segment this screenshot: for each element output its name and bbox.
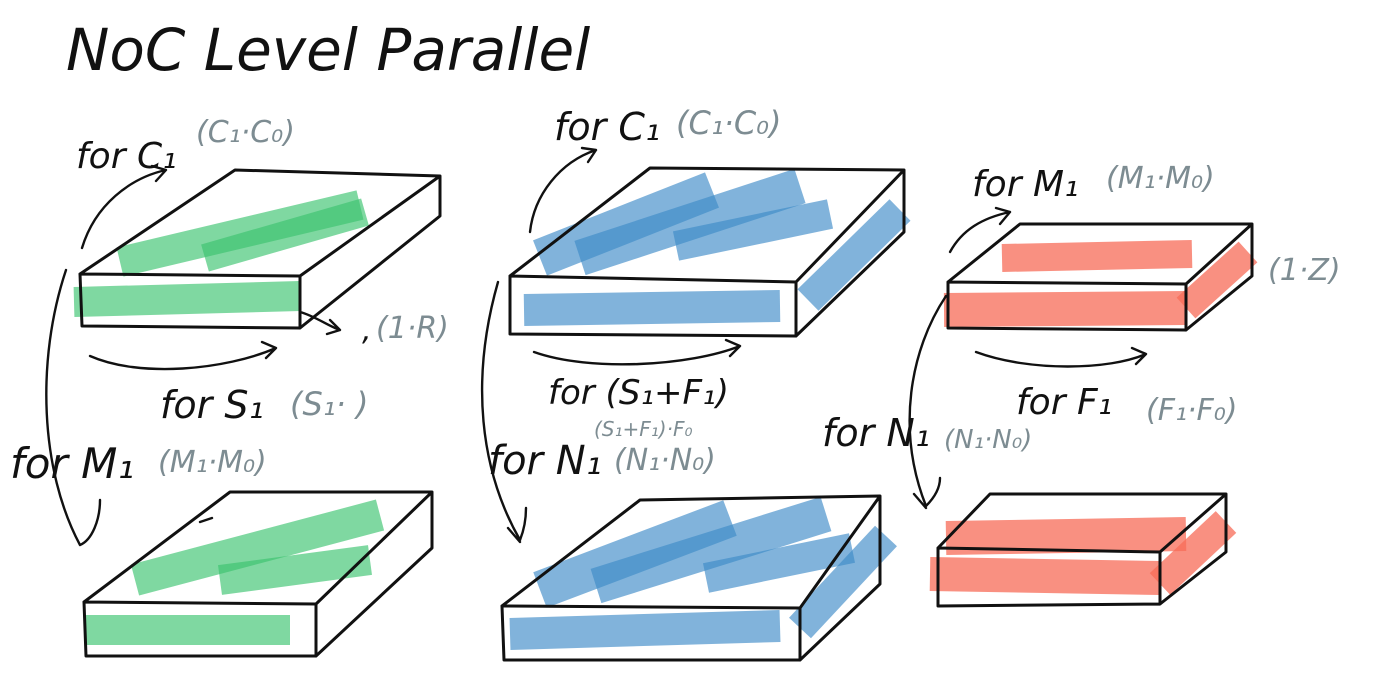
red-bottom-loop-dim: (F₁·F₀) xyxy=(1146,393,1238,428)
red-outer-loop-dim: (N₁·N₀) xyxy=(944,425,1032,455)
green-bottom-loop-dim: (S₁· ) xyxy=(290,385,368,423)
green-stroke xyxy=(201,198,369,272)
green-outer-loop-dim: (M₁·M₀) xyxy=(158,445,267,480)
green-stroke xyxy=(218,545,372,595)
red-outer-loop-arrow xyxy=(908,294,948,510)
green-top-loop-label: for C₁ xyxy=(76,136,177,177)
blue-stroke xyxy=(590,496,832,604)
red-bottom-loop-label: for F₁ xyxy=(1016,382,1112,423)
green-bottom-loop-label: for S₁ xyxy=(160,383,264,427)
blue-stroke xyxy=(533,500,737,608)
green-stroke xyxy=(130,499,385,596)
blue-top-loop-label: for C₁ xyxy=(554,105,660,149)
red-side-dim: (1·Z) xyxy=(1268,253,1341,288)
red-top-block xyxy=(943,222,1258,332)
blue-top-loop-dim: (C₁·C₀) xyxy=(676,104,781,142)
red-stroke xyxy=(943,291,1187,327)
green-top-loop-arrow xyxy=(80,164,168,250)
green-side-arrow xyxy=(298,310,342,336)
red-bottom-block xyxy=(929,492,1237,608)
red-top-box-outline xyxy=(946,222,1254,332)
green-bottom-tick xyxy=(198,516,214,524)
red-top-loop-label: for M₁ xyxy=(972,164,1078,205)
blue-stroke xyxy=(797,199,911,311)
blue-bottom-box-outline xyxy=(500,494,882,662)
blue-stroke xyxy=(574,168,806,276)
red-bottom-box-outline xyxy=(936,492,1228,608)
blue-top-box-outline xyxy=(508,166,906,338)
green-outer-loop-arrow xyxy=(45,268,102,547)
green-bottom-box-outline xyxy=(82,490,434,658)
red-stroke xyxy=(929,557,1161,595)
red-stroke xyxy=(1149,511,1237,595)
green-outer-loop-label: for M₁ xyxy=(10,439,134,488)
red-outer-loop-label: for N₁ xyxy=(822,411,930,455)
blue-stroke xyxy=(509,610,781,650)
blue-bottom-loop-dim: (S₁+F₁)·F₀ xyxy=(594,417,692,441)
blue-stroke xyxy=(702,533,856,593)
blue-bottom-loop-label: for (S₁+F₁) xyxy=(548,373,729,413)
red-bottom-loop-arrow xyxy=(974,346,1148,368)
blue-stroke xyxy=(789,525,897,639)
blue-top-block xyxy=(508,166,911,338)
green-stroke xyxy=(73,281,301,317)
red-top-loop-arrow xyxy=(948,206,1012,254)
green-side-tick: , xyxy=(362,313,372,348)
blue-outer-loop-dim: (N₁·N₀) xyxy=(614,443,716,478)
red-stroke xyxy=(1176,241,1258,319)
green-side-dim: (1·R) xyxy=(376,311,449,346)
blue-outer-loop-label: for N₁ xyxy=(488,438,602,484)
green-top-block xyxy=(73,168,442,330)
blue-top-loop-arrow xyxy=(528,146,598,234)
blue-outer-loop-arrow xyxy=(480,280,528,544)
blue-stroke xyxy=(533,172,719,276)
blue-stroke xyxy=(672,199,834,261)
red-stroke xyxy=(945,517,1187,555)
green-bottom-block xyxy=(82,490,434,658)
blue-bottom-block xyxy=(500,494,897,662)
red-top-loop-dim: (M₁·M₀) xyxy=(1106,161,1215,196)
green-top-loop-dim: (C₁·C₀) xyxy=(196,115,295,150)
blue-bottom-loop-arrow xyxy=(532,338,742,366)
red-stroke xyxy=(1001,240,1193,272)
green-bottom-loop-arrow xyxy=(88,340,278,371)
page-title: NoC Level Parallel xyxy=(66,16,590,84)
blue-stroke xyxy=(523,290,781,326)
green-top-box-outline xyxy=(78,168,442,330)
